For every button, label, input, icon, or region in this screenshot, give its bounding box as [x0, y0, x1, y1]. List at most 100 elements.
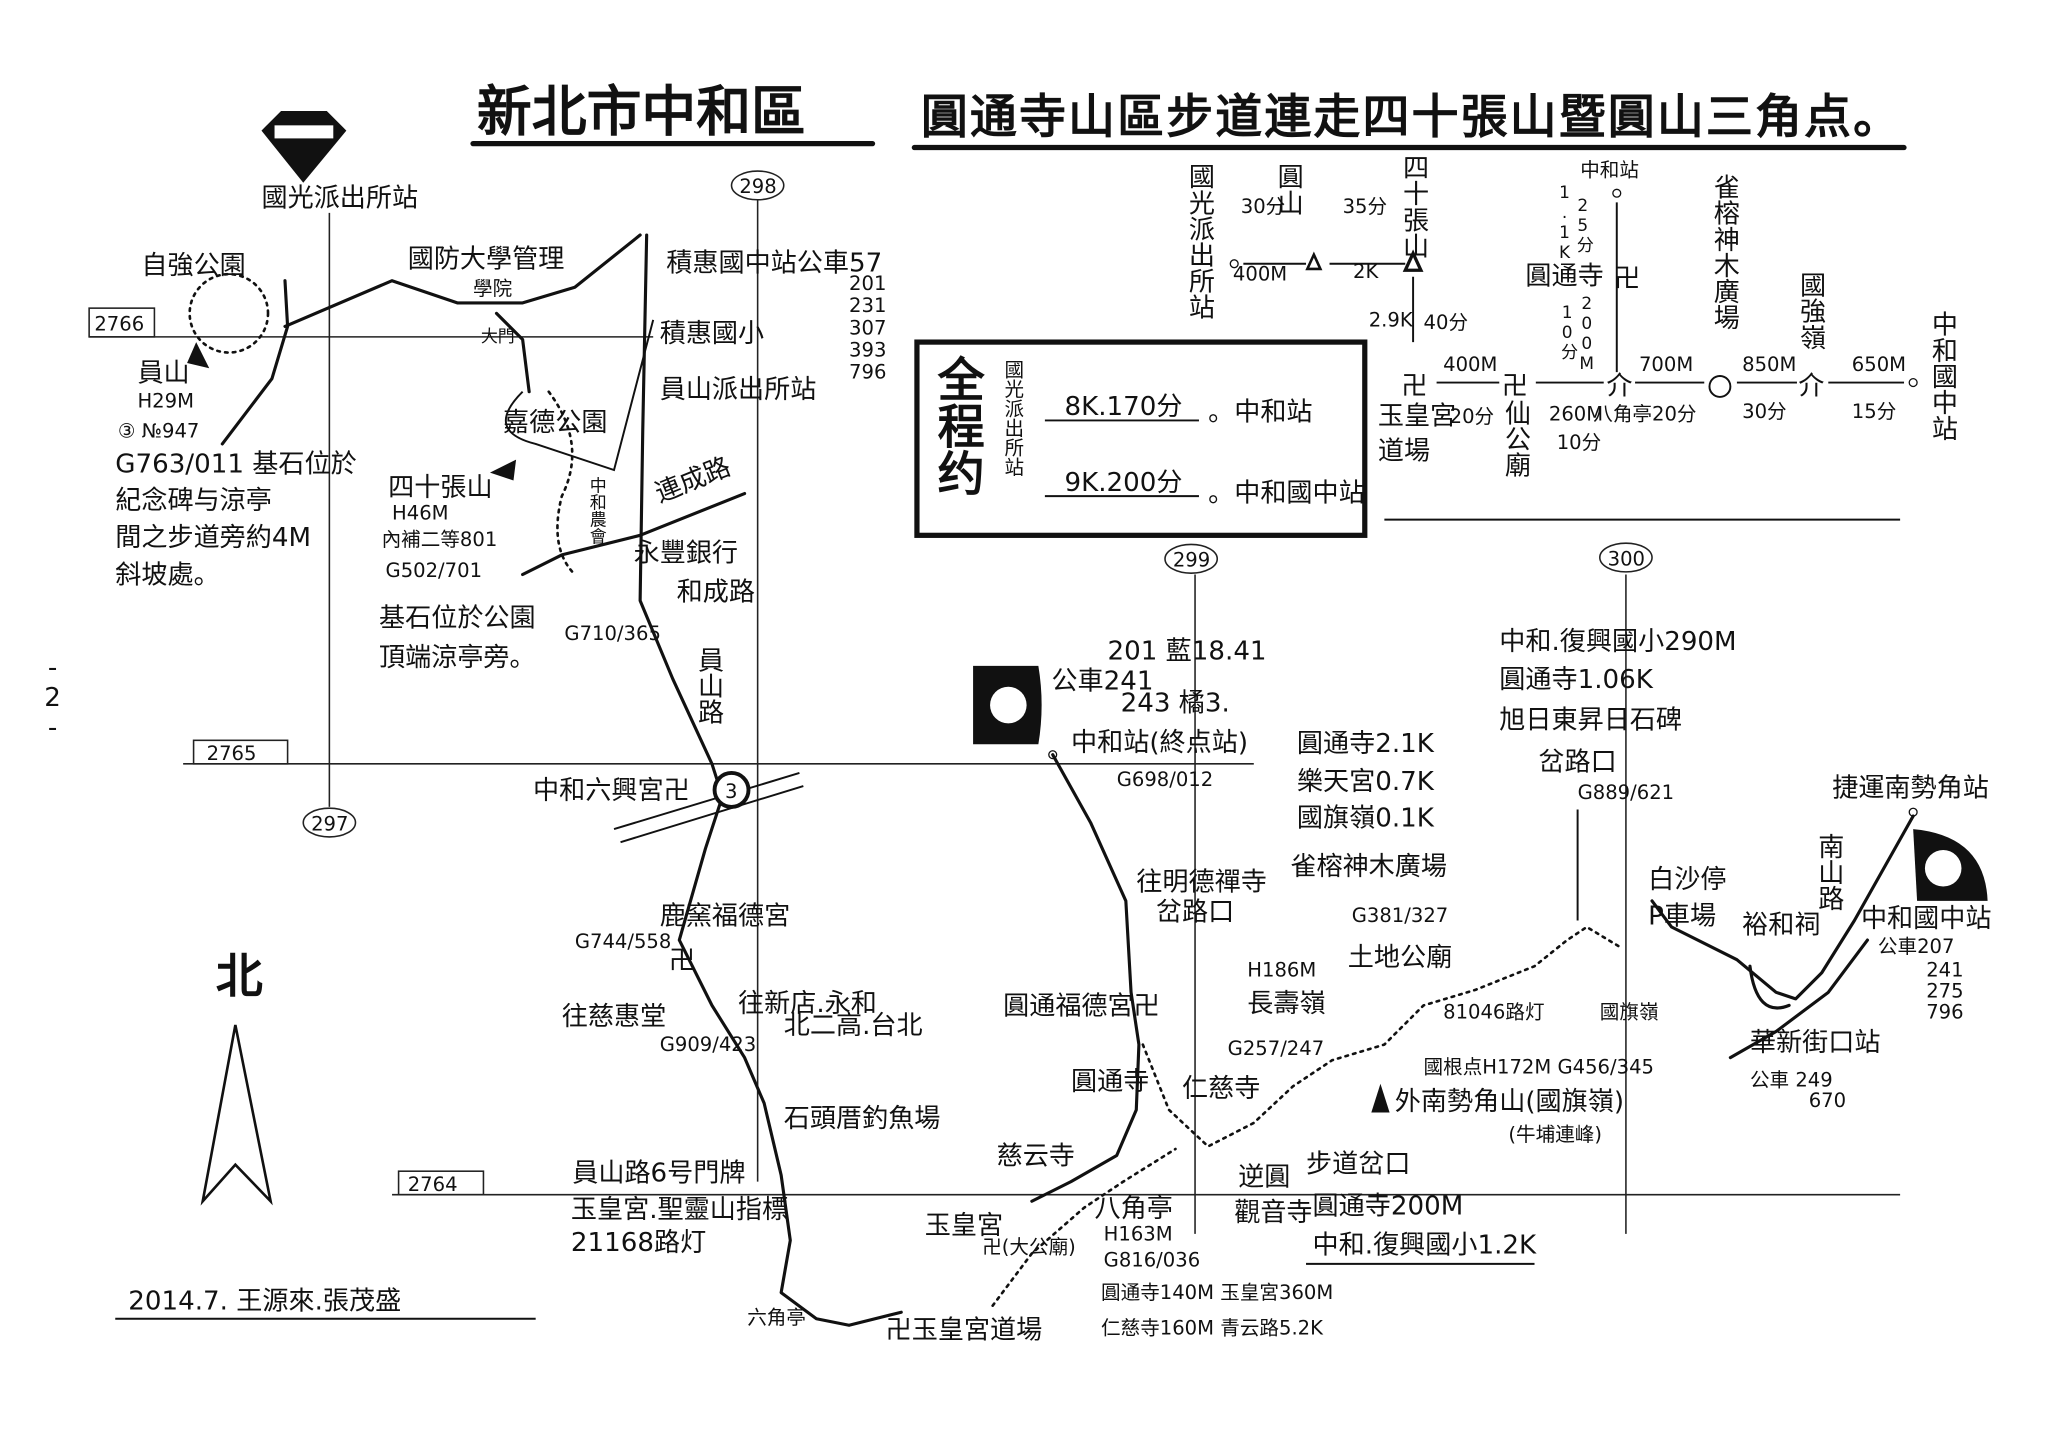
map-label: 往新店.永和 — [738, 989, 877, 1019]
map-label: 231 — [849, 294, 886, 317]
map-label: H46M — [392, 502, 449, 525]
map-label: 中和六興宮卍 — [533, 776, 690, 806]
map-label: H186M — [1247, 959, 1316, 982]
map-mark — [1229, 259, 1239, 269]
map-label: 中和站(終点站) — [1071, 728, 1248, 758]
map-label: 卍(大公廟) — [982, 1235, 1076, 1258]
summary-start: 國光派出所站 — [1001, 359, 1024, 476]
map-mark — [1748, 964, 1791, 1010]
map-label: 公車207 — [1878, 935, 1955, 958]
map-label: G502/701 — [386, 559, 483, 582]
map-label: 國根点H172M G456/345 — [1424, 1055, 1654, 1078]
map-label: 玉皇宮.聖靈山指標 — [571, 1195, 788, 1225]
map-label: 圓通寺1.06K — [1499, 665, 1653, 695]
map-label: 30分 — [1742, 400, 1787, 423]
map-label: 學院 — [473, 277, 512, 300]
map-label: 81046路灯 — [1443, 1000, 1544, 1023]
map-label: 700M — [1639, 353, 1693, 376]
station-symbol-nanshijiao — [1913, 829, 1988, 901]
map-label: H29M — [137, 389, 194, 412]
summary-route1-distance: 8K.170分 — [1064, 392, 1182, 422]
map-mark — [914, 339, 1368, 538]
map-label: 中和農會 — [586, 477, 606, 545]
map-label: 201 藍18.41 — [1108, 636, 1267, 666]
grid-label-2765: 2765 — [207, 742, 257, 765]
station-symbol-zhonghe — [973, 665, 1042, 745]
map-mark — [990, 686, 1027, 724]
map-mark — [504, 319, 655, 472]
map-label: 241 — [1926, 959, 1963, 982]
schematic-yuanshan: 圓山 — [1273, 163, 1303, 215]
map-label: G889/621 — [1578, 781, 1675, 804]
map-label: G710/365 — [564, 622, 661, 645]
map-mark — [274, 125, 334, 139]
route-badge-icon — [712, 771, 751, 809]
map-label: 六角亭 — [747, 1306, 806, 1329]
north-arrow-icon — [200, 1024, 273, 1206]
map-label: 25分 — [1573, 196, 1593, 253]
map-label: 850M — [1742, 353, 1796, 376]
map-label: 往明德禪寺 — [1136, 867, 1267, 897]
temple-icon: 卍 — [1502, 371, 1528, 401]
map-label: 仁慈寺160M 青云路5.2K — [1101, 1316, 1324, 1339]
peak-icon — [1305, 251, 1323, 271]
map-label: 400M — [1233, 263, 1287, 286]
pavilion-icon: 介 — [1606, 371, 1632, 401]
map-label: 華新街口站 — [1750, 1028, 1881, 1058]
map-label: 員山派出所站 — [660, 375, 817, 405]
map-label: 仁慈寺 — [1182, 1074, 1260, 1104]
grid-box-2764 — [397, 1170, 485, 1196]
map-mark — [1908, 807, 1918, 817]
grid-box-2766 — [88, 307, 156, 338]
map-mark — [613, 772, 800, 831]
map-label: 土地公廟 — [1348, 943, 1452, 973]
schematic-guoqiang: 國強嶺 — [1795, 272, 1826, 350]
map-mark — [1612, 188, 1622, 198]
map-mark — [1650, 814, 1915, 1001]
map-mark — [1141, 925, 1621, 1148]
schematic-yuantong: 圓通寺 — [1525, 262, 1603, 292]
map-label: 國旗嶺0.1K — [1297, 803, 1435, 833]
map-label: 圓通寺2.1K — [1297, 729, 1435, 759]
temple-icon: 卍 — [1401, 371, 1427, 401]
map-label: (牛埔連峰) — [1508, 1123, 1602, 1146]
map-label: 北二高.台北 — [784, 1011, 923, 1041]
map-mark — [1924, 849, 1962, 887]
map-mark — [188, 272, 270, 354]
map-label: 650M — [1852, 353, 1906, 376]
summary-route2-distance: 9K.200分 — [1064, 468, 1182, 498]
map-label: 觀音寺 — [1234, 1198, 1312, 1228]
grid-label-298: 298 — [739, 175, 776, 198]
map-label: G909/423 — [660, 1033, 757, 1056]
map-label: 四十張山 — [388, 473, 492, 503]
map-label: 國旗嶺 — [1600, 1000, 1659, 1023]
map-mark — [620, 785, 804, 844]
title-district: 新北市中和區 — [477, 80, 806, 144]
north-label: 北 — [216, 949, 263, 1004]
map-label: 307 — [849, 316, 886, 339]
map-label: 和成路 — [677, 578, 755, 608]
grid-label-299: 299 — [1173, 549, 1210, 572]
map-label: 間之步道旁約4M — [115, 523, 311, 553]
map-label: G257/247 — [1228, 1037, 1325, 1060]
summary-heading: 全程约 — [929, 355, 986, 497]
grid-label-2764: 2764 — [408, 1173, 458, 1196]
map-label: 260M — [1549, 402, 1603, 425]
map-label: 公車 249 — [1750, 1068, 1833, 1091]
map-label: 雀榕神木廣場 — [1290, 852, 1447, 882]
roads — [220, 233, 1915, 1327]
north-arrow: 北 — [200, 949, 273, 1206]
summary-box: 全程约 國光派出所站 8K.170分 。中和站 9K.200分 。中和國中站 — [914, 339, 1368, 538]
grid-label-297: 297 — [311, 812, 348, 835]
map-mark — [521, 491, 747, 577]
map-label: 中和.復興國小290M — [1499, 627, 1736, 657]
map-label: 逆圓 — [1238, 1163, 1290, 1193]
map-label: 積惠國小 — [660, 319, 764, 349]
map-label: 永豐銀行 — [634, 538, 738, 568]
map-label: 3 — [725, 780, 737, 803]
map-label: 200M — [1577, 294, 1597, 374]
schematic-zhonghe-junior: 中和國中站 — [1927, 311, 1958, 442]
grid-circle-297 — [302, 807, 357, 838]
map-label: 圓通寺 — [1071, 1067, 1149, 1097]
map-label: 21168路灯 — [571, 1228, 706, 1258]
